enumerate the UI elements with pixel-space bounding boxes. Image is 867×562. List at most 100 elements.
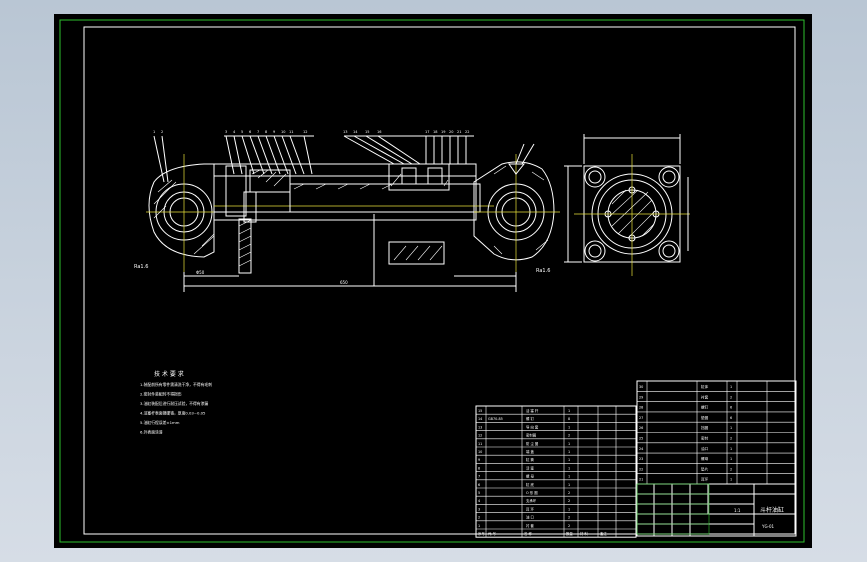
parts-row-qty: 8: [568, 417, 570, 421]
parts-row-qty: 2: [568, 434, 570, 438]
parts-row-name: 密封: [701, 436, 709, 441]
parts-row-no: 3: [478, 507, 480, 511]
parts-header-name: 名 称: [524, 531, 532, 536]
tech-req-line: 6.外表面涂漆: [140, 430, 163, 435]
leader-number: 14: [353, 130, 358, 134]
parts-row-name: 衬 套: [526, 523, 534, 528]
parts-row-name: 缸 筒: [526, 457, 534, 462]
parts-row-qty: 1: [730, 426, 732, 430]
parts-row-name: 螺 母: [526, 474, 534, 479]
parts-row-no: 8: [478, 466, 480, 470]
parts-row-qty: 2: [730, 437, 732, 441]
tech-req-heading: 技 术 要 求: [154, 370, 184, 378]
parts-row-qty: 1: [568, 450, 570, 454]
leader-number: 7: [257, 130, 259, 134]
parts-row-qty: 1: [568, 475, 570, 479]
parts-row-qty: 1: [568, 507, 570, 511]
parts-row-name: 缸 底: [526, 482, 534, 487]
parts-row-qty: 1: [730, 478, 732, 482]
parts-row-qty: 1: [730, 447, 732, 451]
parts-row-name: 垫圈: [701, 415, 709, 420]
parts-row-no: 15: [478, 409, 482, 413]
leader-number: 18: [433, 130, 437, 134]
parts-row-qty: 2: [568, 524, 570, 528]
parts-row-no: 12: [478, 434, 482, 438]
parts-row-qty: 1: [568, 442, 570, 446]
parts-header-code: 代 号: [488, 531, 496, 536]
leader-number: 21: [457, 130, 461, 134]
parts-row-name: 支承环: [526, 498, 537, 503]
inner-frame: [83, 26, 796, 535]
parts-row-no: 30: [639, 385, 643, 389]
parts-row-qty: 2: [568, 491, 570, 495]
parts-row-no: 21: [639, 478, 643, 482]
technical-requirements: 技 术 要 求 1.装配前所有零件需清洗干净，不得有毛刺2.密封件装配时不得损伤…: [140, 370, 212, 435]
tech-req-line: 3.油缸装配后进行耐压试验，不得有渗漏: [140, 401, 208, 406]
leader-number: 12: [303, 130, 307, 134]
part-name: 斗杆油缸: [760, 506, 784, 514]
leader-number: 16: [377, 130, 381, 134]
parts-row-no: 6: [478, 483, 480, 487]
parts-header-note: 备注: [600, 531, 607, 536]
parts-row-no: 13: [478, 425, 482, 429]
tech-req-line: 4.活塞杆表面镀硬铬，厚度0.03~0.05: [140, 411, 206, 416]
parts-row-name: 螺 钉: [526, 416, 534, 421]
parts-row-no: 22: [639, 467, 643, 471]
parts-row-qty: 1: [730, 457, 732, 461]
dimension-bore: Φ50: [196, 270, 205, 275]
drawing-number: YG-01: [761, 524, 775, 529]
parts-row-name: 密封圈: [526, 433, 537, 438]
leader-number: 3: [225, 130, 227, 134]
leader-number: 5: [241, 130, 243, 134]
leader-number: 20: [449, 130, 453, 134]
parts-row-qty: 1: [568, 409, 570, 413]
parts-row-name: 挡圈: [701, 425, 709, 430]
parts-row-qty: 1: [730, 385, 732, 389]
parts-row-no: 2: [478, 516, 480, 520]
parts-row-name: 螺母: [701, 456, 709, 461]
parts-row-no: 28: [639, 406, 643, 410]
leader-number: 6: [249, 130, 251, 134]
tech-req-line: 5.油缸行程误差±1mm: [140, 420, 180, 425]
parts-header-material: 材 料: [580, 531, 588, 536]
parts-header-no: 序号: [478, 531, 485, 536]
parts-header-qty: 数量: [566, 531, 573, 536]
parts-row-no: 11: [478, 442, 482, 446]
parts-row-no: 25: [639, 437, 643, 441]
leader-number: 17: [425, 130, 429, 134]
tech-req-line: 2.密封件装配时不得损伤: [140, 392, 182, 397]
leader-number: 8: [265, 130, 267, 134]
outer-border: [59, 19, 805, 543]
leader-number: 2: [161, 130, 163, 134]
parts-row-name: 缸体: [701, 384, 709, 389]
parts-row-no: 23: [639, 457, 643, 461]
parts-row-no: 26: [639, 426, 643, 430]
leader-number: 11: [289, 130, 293, 134]
leader-number: 10: [281, 130, 285, 134]
parts-row-code: GB70-85: [488, 417, 503, 421]
parts-row-no: 7: [478, 475, 480, 479]
parts-row-name: 油口: [701, 446, 709, 451]
right-surface-mark: Ra1.6: [536, 268, 550, 274]
parts-row-name: 螺钉: [701, 405, 709, 410]
parts-row-qty: 2: [568, 499, 570, 503]
parts-row-name: 耳环: [701, 477, 709, 482]
parts-row-qty: 1: [568, 458, 570, 462]
parts-row-no: 10: [478, 450, 482, 454]
parts-row-no: 29: [639, 395, 643, 399]
dimension-total: 650: [340, 280, 348, 285]
parts-row-qty: 2: [568, 516, 570, 520]
parts-row-name: 耳 环: [526, 507, 534, 511]
leader-number: 19: [441, 130, 445, 134]
parts-row-name: O 形 圈: [526, 490, 538, 495]
scale-value: 1:1: [734, 508, 741, 513]
leader-number: 1: [153, 130, 155, 134]
parts-row-qty: 1: [568, 483, 570, 487]
